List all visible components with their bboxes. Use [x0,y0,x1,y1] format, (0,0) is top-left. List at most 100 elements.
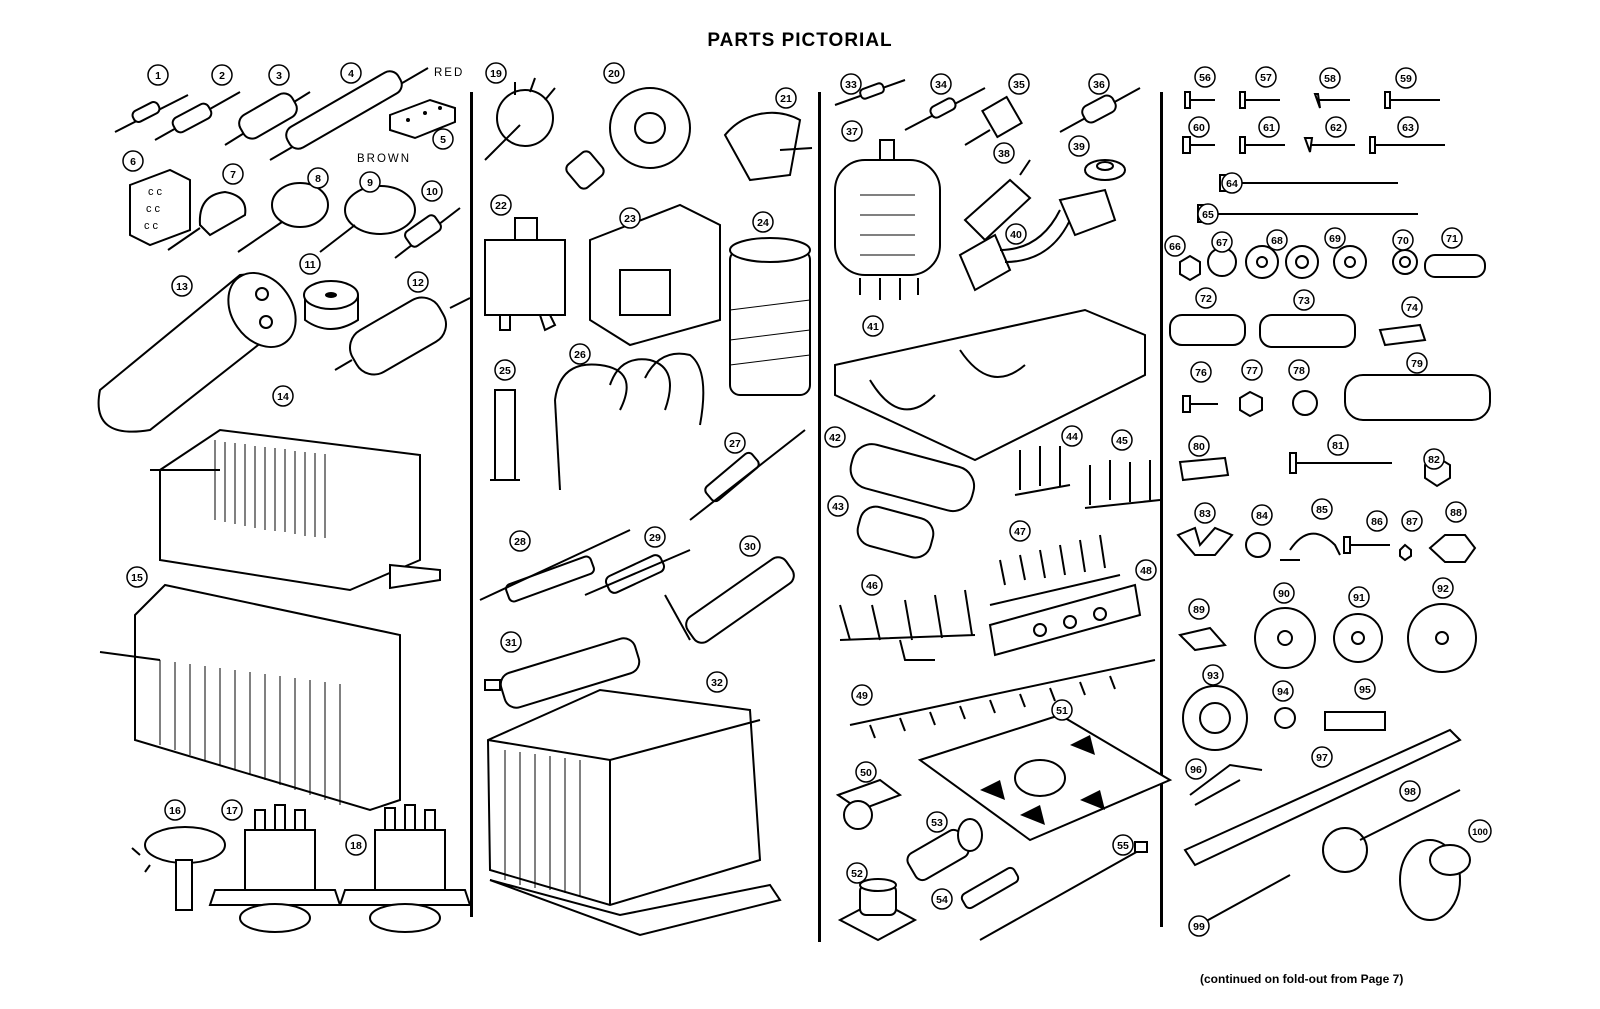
part-number-100: 100 [1468,819,1492,843]
part-number-86: 86 [1366,510,1388,532]
svg-text:5: 5 [440,134,446,146]
rf-choke-27-drawing [689,429,806,521]
wire-label-brown: BROWN [357,153,412,165]
part-number-6: 6 [122,150,144,172]
svg-text:88: 88 [1450,507,1462,519]
part-number-17: 17 [221,799,243,821]
svg-text:97: 97 [1316,752,1328,764]
part-number-85: 85 [1311,498,1333,520]
svg-text:80: 80 [1193,441,1205,453]
part-number-79: 79 [1406,352,1428,374]
part-number-72: 72 [1195,287,1217,309]
terminal-strip-44-drawing [1014,446,1071,496]
svg-text:94: 94 [1277,686,1289,698]
svg-text:61: 61 [1263,122,1275,134]
connector-38-drawing [963,159,1032,242]
part-number-9: 9 [359,171,381,193]
spacers-drawing [1169,254,1491,421]
part-number-15: 15 [126,566,148,588]
svg-text:68: 68 [1271,235,1283,247]
part-number-27: 27 [724,432,746,454]
cable-harness-40-drawing [958,188,1117,292]
svg-text:48: 48 [1140,565,1152,577]
part-number-65: 65 [1197,203,1219,225]
svg-text:64: 64 [1226,178,1238,190]
part-number-61: 61 [1258,116,1280,138]
part-number-88: 88 [1445,501,1467,523]
svg-text:54: 54 [936,894,948,906]
svg-text:59: 59 [1400,73,1412,85]
grommet-39-drawing [1084,159,1126,181]
svg-text:17: 17 [226,805,238,817]
circuit-breaker-22-drawing [484,217,566,332]
svg-text:45: 45 [1116,435,1128,447]
column-divider-2 [818,92,821,942]
svg-text:7: 7 [230,169,236,181]
svg-text:100: 100 [1472,827,1488,838]
terminal-strip-46-drawing [839,589,976,661]
part-number-3: 3 [268,64,290,86]
part-number-40: 40 [1005,223,1027,245]
part-number-21: 21 [775,87,797,109]
capacitor-3-drawing [224,91,311,146]
disc-capacitor-8-drawing [237,182,329,253]
part-number-41: 41 [862,315,884,337]
ferrite-rod-42-drawing [849,443,976,513]
part-number-57: 57 [1255,66,1277,88]
svg-text:21: 21 [780,93,792,105]
part-number-18: 18 [345,834,367,856]
part-number-51: 51 [1051,699,1073,721]
part-number-67: 67 [1211,231,1233,253]
part-number-39: 39 [1068,135,1090,157]
svg-text:41: 41 [867,321,879,333]
part-number-58: 58 [1319,67,1341,89]
svg-text:92: 92 [1437,583,1449,595]
svg-text:c c: c c [148,186,163,198]
part-number-14: 14 [272,385,294,407]
svg-text:84: 84 [1256,510,1268,522]
switch-18-drawing [338,804,472,933]
so239-connector-52-drawing [837,878,918,942]
svg-text:6: 6 [130,156,136,168]
power-transformer-32-drawing [486,688,782,937]
part-number-12: 12 [407,271,429,293]
part-number-68: 68 [1266,229,1288,251]
svg-text:66: 66 [1169,241,1181,253]
svg-text:96: 96 [1190,764,1202,776]
svg-text:53: 53 [931,817,943,829]
relay-23-drawing [589,203,721,347]
part-number-28: 28 [509,530,531,552]
svg-text:20: 20 [608,68,620,80]
coil-form-24-drawing [729,237,811,396]
part-number-55: 55 [1112,834,1134,856]
diode-34-drawing [904,87,986,131]
part-number-2: 2 [211,64,233,86]
svg-text:22: 22 [495,200,507,212]
svg-text:89: 89 [1193,604,1205,616]
svg-text:43: 43 [832,501,844,513]
svg-text:83: 83 [1199,508,1211,520]
part-number-26: 26 [569,343,591,365]
continuation-note: (continued on fold-out from Page 7) [1200,972,1404,986]
part-number-8: 8 [307,167,329,189]
part-number-5: 5 [432,128,454,150]
vacuum-tube-37-drawing [834,139,941,300]
coil-31-drawing [484,637,641,709]
part-number-89: 89 [1188,598,1210,620]
svg-text:98: 98 [1404,786,1416,798]
svg-text:8: 8 [315,173,321,185]
phono-plug-54-drawing [960,866,1020,910]
terminal-strip-45-drawing [1084,460,1161,509]
svg-text:86: 86 [1371,516,1383,528]
part-number-93: 93 [1202,664,1224,686]
svg-text:76: 76 [1195,367,1207,379]
part-number-25: 25 [494,359,516,381]
svg-text:51: 51 [1056,705,1068,717]
coil-29-drawing [584,549,691,596]
svg-text:38: 38 [998,148,1010,160]
svg-text:91: 91 [1353,592,1365,604]
svg-text:30: 30 [744,541,756,553]
part-number-53: 53 [926,811,948,833]
svg-text:65: 65 [1202,209,1214,221]
page-title: PARTS PICTORIAL [707,30,893,51]
